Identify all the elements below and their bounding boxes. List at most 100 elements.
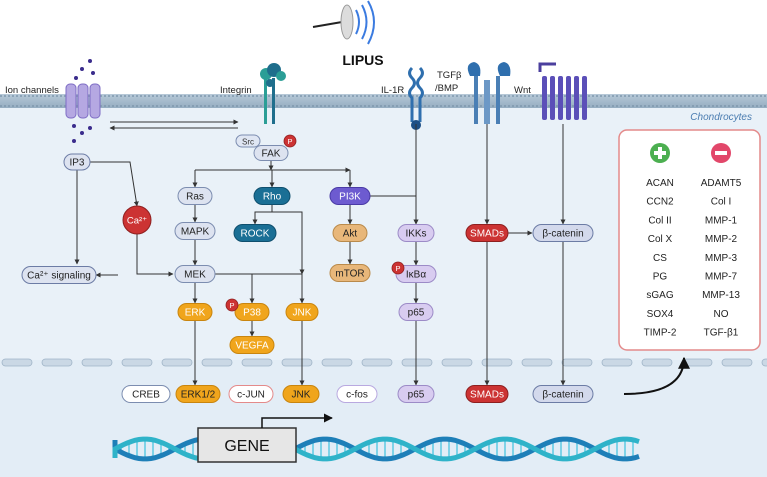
- fak-phospho-badge-label: P: [287, 137, 292, 146]
- src-node-label: Src: [242, 138, 254, 147]
- fak-node: FAK: [253, 145, 289, 161]
- tgfb-receptor-icon: [467, 62, 511, 124]
- ca-node-label: Ca²⁺: [127, 216, 147, 227]
- downregulated-item: TGF-β1: [704, 328, 739, 339]
- upregulated-item: Col II: [648, 215, 671, 226]
- ras-node: Ras: [177, 187, 213, 205]
- ultrasound-emitter-icon: [312, 0, 375, 45]
- wnt-receptor-icon: [538, 62, 587, 120]
- rock-node: ROCK: [233, 224, 277, 242]
- plus-icon: [650, 143, 670, 163]
- downregulated-item: MMP-2: [705, 234, 738, 245]
- upregulated-item: sGAG: [646, 290, 673, 301]
- ip3-node-label: IP3: [69, 158, 84, 169]
- nuc-beta-catenin-node: β-catenin: [532, 385, 594, 403]
- ca-node: Ca²⁺: [122, 205, 152, 235]
- ion-channel-icon: [65, 59, 101, 143]
- mapk-node: MAPK: [174, 222, 216, 240]
- cell-label: Chondrocytes: [690, 112, 752, 123]
- downregulated-item: Col I: [711, 197, 732, 208]
- rho-node-label: Rho: [263, 192, 282, 203]
- beta-catenin-node-label: β-catenin: [542, 229, 583, 240]
- edge-13-0: [252, 205, 273, 225]
- il1r-receptor-icon: [408, 66, 424, 130]
- ca-signaling-node: Ca²⁺ signaling: [21, 266, 97, 284]
- plasma-membrane: [0, 94, 767, 108]
- nuc-erk12-node-label: ERK1/2: [181, 390, 216, 401]
- downregulated-item: MMP-13: [702, 290, 740, 301]
- upregulated-item: Col X: [648, 234, 673, 245]
- nuc-p65-node-label: p65: [408, 390, 425, 401]
- p38-phospho-badge: P: [225, 298, 239, 312]
- gene-box: GENE: [197, 427, 297, 463]
- p38-phospho-badge-label: P: [229, 301, 234, 310]
- ip3-node: IP3: [63, 153, 91, 171]
- rho-node: Rho: [253, 187, 291, 205]
- nuc-erk12-node: ERK1/2: [175, 385, 221, 403]
- nuc-cfos-node: c-fos: [336, 385, 378, 403]
- upregulated-item: PG: [653, 272, 668, 283]
- mtor-node: mTOR: [329, 264, 371, 282]
- nuc-p65-node: p65: [397, 385, 435, 403]
- gene-label: GENE: [224, 438, 269, 455]
- minus-icon: [711, 143, 731, 163]
- nuc-beta-catenin-node-label: β-catenin: [542, 390, 583, 401]
- akt-node: Akt: [332, 224, 368, 242]
- downregulated-item: MMP-3: [705, 253, 738, 264]
- downregulated-item: ADAMT5: [701, 178, 742, 189]
- output-arrow: [623, 356, 690, 395]
- downregulated-item: MMP-1: [705, 215, 738, 226]
- upregulated-item: ACAN: [646, 178, 674, 189]
- integrin-label: Integrin: [220, 85, 252, 96]
- beta-catenin-node: β-catenin: [532, 224, 594, 242]
- mek-node: MEK: [174, 265, 216, 283]
- upregulated-item: CS: [653, 253, 667, 264]
- ikba-phospho-badge-label: P: [395, 264, 400, 273]
- fak-node-label: FAK: [262, 149, 281, 160]
- wnt-label: Wnt: [514, 85, 531, 96]
- erk-node-label: ERK: [185, 308, 206, 319]
- ikks-node-label: IKKs: [405, 229, 426, 240]
- erk-node: ERK: [177, 303, 213, 321]
- nuc-smads-node: SMADs: [465, 385, 509, 403]
- dna-helix-icon: [112, 436, 640, 462]
- diagram-title: LIPUS: [342, 52, 383, 68]
- nuc-jnk-node: JNK: [282, 385, 320, 403]
- p38-node-label: P38: [243, 308, 261, 319]
- ion-channels-label: Ion channels: [5, 85, 59, 96]
- upregulated-item: CCN2: [646, 197, 674, 208]
- rock-node-label: ROCK: [241, 229, 270, 240]
- nuc-cjun-node-label: c-JUN: [237, 390, 265, 401]
- downregulated-item: NO: [714, 309, 729, 320]
- ikks-node: IKKs: [397, 224, 435, 242]
- edge-2-0: [136, 234, 174, 277]
- ras-node-label: Ras: [186, 192, 204, 203]
- jnk-node-label: JNK: [293, 308, 312, 319]
- vegfa-node: VEGFA: [229, 336, 275, 354]
- ikba-node-label: IκBα: [406, 270, 426, 281]
- vegfa-node-label: VEGFA: [235, 341, 269, 352]
- pi3k-node-label: PI3K: [339, 192, 361, 203]
- fak-phospho-badge: P: [283, 134, 297, 148]
- pathway-edges: [74, 119, 566, 386]
- p65-node: p65: [398, 303, 434, 321]
- edge-14-0: [272, 211, 305, 275]
- upregulated-item: SOX4: [647, 309, 674, 320]
- smads-node: SMADs: [465, 224, 509, 242]
- smads-node-label: SMADs: [470, 229, 504, 240]
- p65-node-label: p65: [408, 308, 425, 319]
- nuc-creb-node-label: CREB: [132, 390, 160, 401]
- nuclear-membrane: [1, 358, 767, 367]
- nuc-cfos-node-label: c-fos: [346, 390, 368, 401]
- p38-node: P38: [234, 303, 270, 321]
- ca-signaling-node-label: Ca²⁺ signaling: [27, 271, 91, 282]
- il1r-label: IL-1R: [381, 85, 404, 96]
- nuc-cjun-node: c-JUN: [228, 385, 274, 403]
- tgfb-label-line2: /BMP: [435, 83, 458, 94]
- edge-1-0: [90, 161, 139, 207]
- src-node: Src: [235, 134, 261, 148]
